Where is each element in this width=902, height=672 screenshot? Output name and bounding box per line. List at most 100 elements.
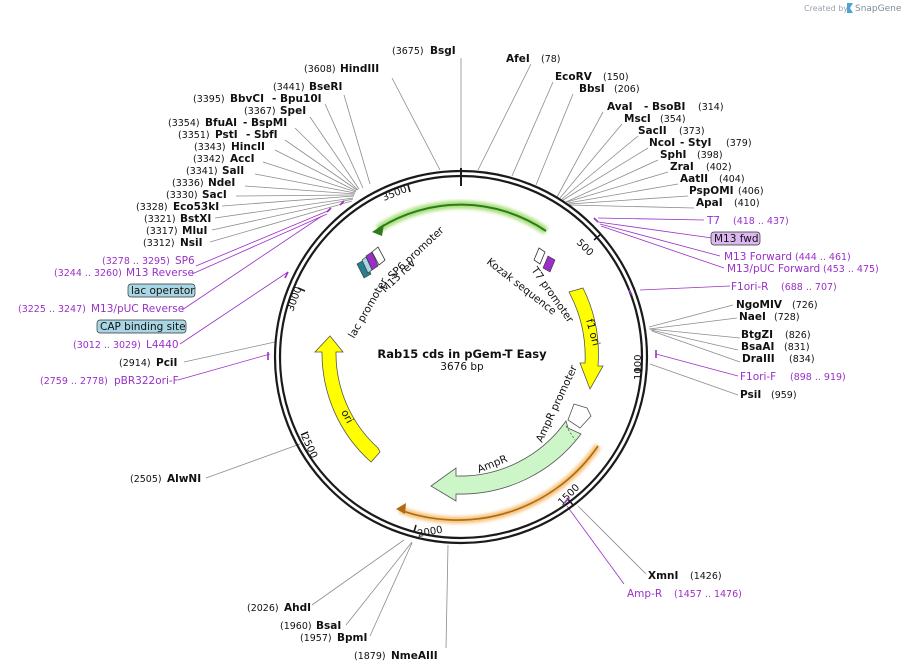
svg-text:(728): (728) bbox=[774, 312, 800, 323]
svg-text:(1960): (1960) bbox=[280, 621, 312, 632]
enzyme-sphi: SphI (398) bbox=[660, 149, 723, 161]
enzyme-bbvci: (3395) BbvCI - Bpu10I bbox=[193, 93, 322, 105]
svg-text:M13 Reverse: M13 Reverse bbox=[126, 267, 194, 279]
enzyme-bpmi: (1957) BpmI bbox=[300, 632, 367, 644]
svg-text:(354): (354) bbox=[660, 114, 686, 125]
svg-text:(3225 .. 3247): (3225 .. 3247) bbox=[18, 304, 86, 315]
svg-text:M13/pUC Forward: M13/pUC Forward bbox=[727, 263, 820, 275]
svg-text:PciI: PciI bbox=[156, 357, 177, 369]
svg-text:(688 .. 707): (688 .. 707) bbox=[781, 282, 837, 293]
svg-text:Eco53kI: Eco53kI bbox=[173, 201, 219, 213]
svg-text:(78): (78) bbox=[541, 54, 561, 65]
svg-text:(398): (398) bbox=[697, 150, 723, 161]
svg-text:(3278 .. 3295): (3278 .. 3295) bbox=[102, 256, 170, 267]
tick-label-500: 500 bbox=[574, 237, 595, 258]
credit-prefix: Created by bbox=[804, 4, 848, 13]
svg-text:(406): (406) bbox=[738, 186, 764, 197]
enzyme-aatii: AatII (404) bbox=[680, 173, 745, 185]
primer-leader-lines bbox=[177, 209, 739, 585]
svg-text:(314): (314) bbox=[698, 102, 724, 113]
enzyme-hindiii: (3608) HindIII bbox=[304, 63, 379, 75]
svg-text:(150): (150) bbox=[603, 72, 629, 83]
enzyme-acci: (3342) AccI bbox=[193, 153, 254, 165]
svg-text:SacI: SacI bbox=[202, 189, 227, 201]
ampr-divider bbox=[565, 425, 576, 441]
svg-text:(1957): (1957) bbox=[300, 633, 332, 644]
svg-text:BbvCI: BbvCI bbox=[230, 93, 264, 105]
svg-text:NaeI: NaeI bbox=[739, 311, 766, 323]
enzyme-ahdi: (2026) AhdI bbox=[247, 602, 311, 614]
amp-arc bbox=[399, 445, 599, 521]
plasmid-title: Rab15 cds in pGem-T Easy bbox=[377, 347, 547, 361]
svg-text:NmeAIII: NmeAIII bbox=[391, 650, 438, 662]
svg-text:CAP binding site: CAP binding site bbox=[100, 321, 186, 333]
svg-text:(3343): (3343) bbox=[194, 142, 226, 153]
enzyme-ncoi: NcoI - StyI (379) bbox=[649, 137, 752, 149]
svg-text:(3342): (3342) bbox=[193, 154, 225, 165]
svg-text:(3328): (3328) bbox=[136, 202, 168, 213]
enzyme-btgzi: BtgZI (826) bbox=[741, 329, 811, 341]
svg-text:(418 .. 437): (418 .. 437) bbox=[733, 216, 789, 227]
enzyme-pspomi: PspOMI (406) bbox=[689, 185, 764, 197]
tick-label-1000: 1000 bbox=[633, 355, 644, 380]
enzyme-psii: PsiI (959) bbox=[740, 389, 797, 401]
svg-text:AhdI: AhdI bbox=[284, 602, 311, 614]
svg-text:(1426): (1426) bbox=[690, 571, 722, 582]
enzyme-apai: ApaI (410) bbox=[696, 197, 760, 209]
enzyme-bsai: (1960) BsaI bbox=[280, 620, 341, 632]
svg-text:(826): (826) bbox=[785, 330, 811, 341]
enzyme-eco53ki: (3328) Eco53kI bbox=[136, 201, 219, 213]
svg-text:BsgI: BsgI bbox=[430, 45, 456, 57]
t7-promoter-marker bbox=[533, 247, 556, 273]
enzyme-bseri: (3441) BseRI bbox=[273, 81, 342, 93]
enzyme-afei: AfeI (78) bbox=[506, 53, 561, 65]
svg-text:HincII: HincII bbox=[231, 141, 265, 153]
svg-text:(3321): (3321) bbox=[144, 214, 176, 225]
primer-marks bbox=[267, 200, 657, 503]
svg-text:BsaAI: BsaAI bbox=[741, 341, 774, 353]
svg-text:Amp-R: Amp-R bbox=[627, 588, 662, 600]
svg-text:BsaI: BsaI bbox=[316, 620, 341, 632]
svg-text:XmnI: XmnI bbox=[648, 570, 678, 582]
ampr-arrow bbox=[430, 420, 582, 502]
svg-text:SalI: SalI bbox=[222, 165, 244, 177]
svg-text:(373): (373) bbox=[679, 126, 705, 137]
svg-text:(898 .. 919): (898 .. 919) bbox=[790, 372, 846, 383]
ampr-promoter-arrow bbox=[567, 403, 592, 429]
svg-text:ZraI: ZraI bbox=[670, 161, 694, 173]
snapgene-logo-icon bbox=[847, 3, 853, 13]
svg-text:(3312): (3312) bbox=[143, 238, 175, 249]
svg-text:BpmI: BpmI bbox=[337, 632, 367, 644]
svg-text:- SbfI: - SbfI bbox=[246, 129, 278, 141]
primer-m13-puc-reverse: (3225 .. 3247) M13/pUC Reverse bbox=[18, 303, 184, 315]
plasmid-length: 3676 bp bbox=[440, 361, 484, 373]
enzyme-zrai: ZraI (402) bbox=[670, 161, 732, 173]
primer-m13-forward: M13 Forward (444 .. 461) bbox=[724, 251, 851, 263]
feature-label-lac-promoter: lac promoter bbox=[346, 276, 390, 341]
primer-m13-reverse: (3244 .. 3260) M13 Reverse bbox=[54, 267, 194, 279]
amp-arc-head-icon bbox=[396, 503, 406, 514]
svg-text:NsiI: NsiI bbox=[180, 237, 203, 249]
enzyme-psti: (3351) PstI - SbfI bbox=[178, 129, 278, 141]
svg-text:lac operator: lac operator bbox=[131, 285, 195, 297]
enzyme-ndei: (3336) NdeI bbox=[172, 177, 235, 189]
ori-arrow bbox=[314, 335, 381, 463]
svg-text:(2759 .. 2778): (2759 .. 2778) bbox=[40, 376, 108, 387]
svg-text:(2914): (2914) bbox=[119, 358, 151, 369]
svg-text:BfuAI: BfuAI bbox=[205, 117, 237, 129]
enzyme-leader-lines bbox=[183, 58, 741, 649]
svg-text:BbsI: BbsI bbox=[579, 83, 605, 95]
enzyme-bsaai: BsaAI (831) bbox=[741, 341, 810, 353]
svg-text:(3351): (3351) bbox=[178, 130, 210, 141]
enzyme-spei: (3367) SpeI bbox=[244, 105, 306, 117]
enzyme-nmeaiii: (1879) NmeAIII bbox=[354, 650, 438, 662]
enzyme-nsii: (3312) NsiI bbox=[143, 237, 203, 249]
enzyme-draiii: DraIII (834) bbox=[742, 353, 815, 365]
svg-text:(2026): (2026) bbox=[247, 603, 279, 614]
svg-text:(3675): (3675) bbox=[392, 46, 424, 57]
svg-text:(1879): (1879) bbox=[354, 651, 386, 662]
svg-text:NcoI: NcoI bbox=[649, 137, 675, 149]
enzyme-sali: (3341) SalI bbox=[186, 165, 244, 177]
svg-text:(3367): (3367) bbox=[244, 106, 276, 117]
primer-f1ori-r: F1ori-R (688 .. 707) bbox=[731, 281, 837, 293]
